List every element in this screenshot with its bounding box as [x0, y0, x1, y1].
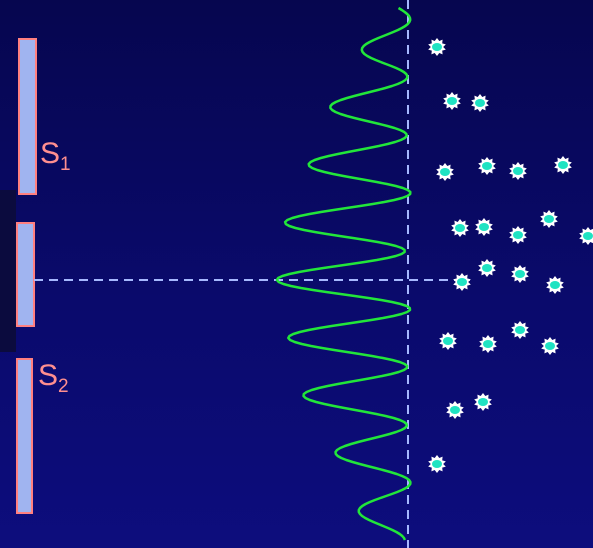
slit-1-label: S1 [40, 137, 71, 175]
photon-impact-icon [428, 455, 446, 473]
photon-impact-icon [478, 157, 496, 175]
photon-impact-icon [479, 335, 497, 353]
photon-impact-icon [453, 273, 471, 291]
slit-2-label: S2 [38, 359, 69, 397]
photon-impact-icon [540, 210, 558, 228]
photon-impact-icon [509, 162, 527, 180]
barrier-middle [16, 222, 35, 327]
photon-impact-icon [511, 321, 529, 339]
barrier-bottom [16, 358, 33, 514]
photon-impacts [428, 38, 593, 473]
photon-impact-icon [579, 227, 593, 245]
photon-impact-icon [428, 38, 446, 56]
photon-impact-icon [446, 401, 464, 419]
barrier-shadow-band [0, 190, 16, 352]
photon-impact-icon [541, 337, 559, 355]
photon-impact-icon [471, 94, 489, 112]
photon-impact-icon [436, 163, 454, 181]
photon-impact-icon [443, 92, 461, 110]
photon-impact-icon [509, 226, 527, 244]
photon-impact-icon [439, 332, 457, 350]
photon-impact-icon [554, 156, 572, 174]
photon-impact-icon [511, 265, 529, 283]
photon-impact-icon [546, 276, 564, 294]
photon-impact-icon [451, 219, 469, 237]
barrier-top [18, 38, 37, 195]
interference-intensity-curve [275, 6, 412, 541]
photon-impact-icon [474, 393, 492, 411]
photon-impact-icon [475, 218, 493, 236]
photon-impact-icon [478, 259, 496, 277]
